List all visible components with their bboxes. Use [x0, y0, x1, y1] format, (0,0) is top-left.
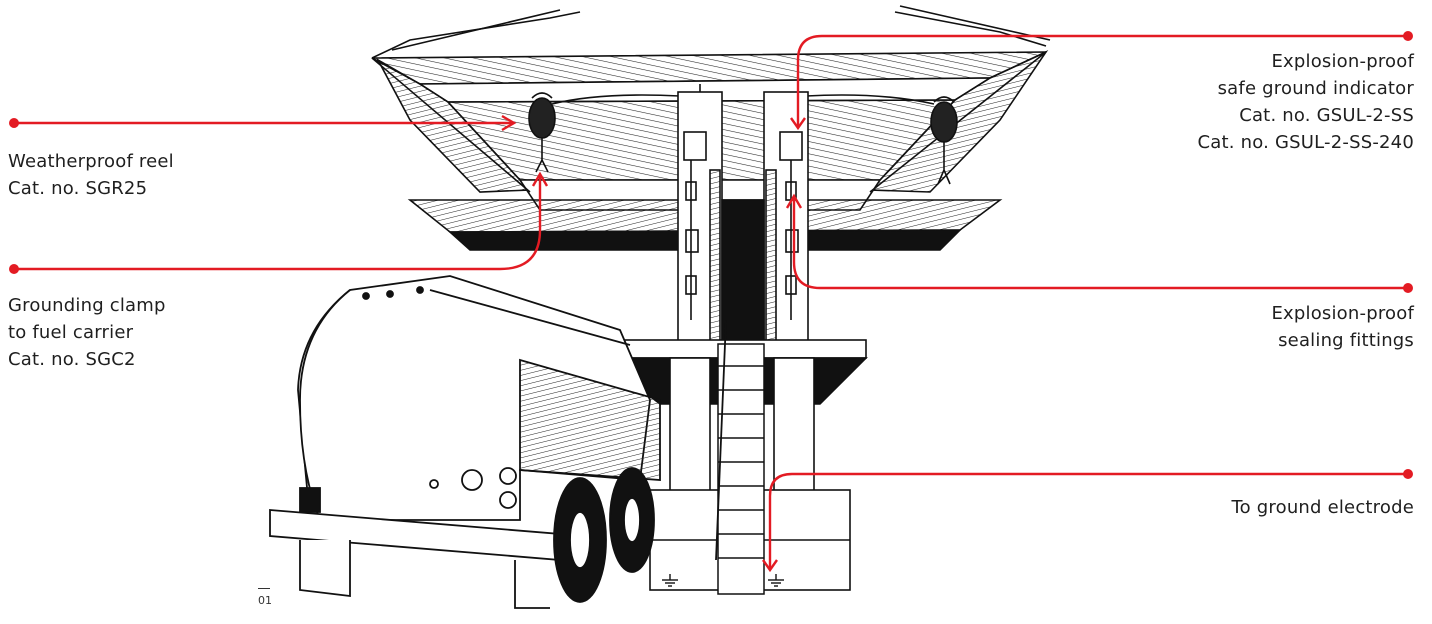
- figure-number: 01: [258, 594, 272, 607]
- indicator-label: Explosion-proof safe ground indicator Ca…: [1197, 51, 1414, 153]
- callout-lines: [14, 34, 1408, 568]
- fittings-label: Explosion-proof sealing fittings: [1271, 303, 1414, 351]
- clamp-label: Grounding clamp to fuel carrier Cat. no.…: [8, 295, 166, 370]
- reel-label: Weatherproof reel Cat. no. SGR25: [8, 151, 174, 199]
- fuel-truck: [269, 275, 727, 609]
- callout-line-indicator: [796, 34, 1408, 126]
- figure-dash: [258, 588, 270, 589]
- ladder: [717, 343, 765, 595]
- callout-line-fittings: [792, 198, 1408, 290]
- callout-dot-icon: [9, 31, 1413, 479]
- support-columns: [677, 91, 809, 345]
- right-reel: [805, 94, 958, 185]
- callout-line-clamp: [14, 175, 542, 271]
- callout-line-electrode: [768, 472, 1408, 568]
- left-reel: [528, 92, 681, 173]
- electrode-label: To ground electrode: [1231, 497, 1414, 518]
- ground-symbol-icon: [662, 574, 784, 587]
- arrow-head-icon: [501, 114, 806, 573]
